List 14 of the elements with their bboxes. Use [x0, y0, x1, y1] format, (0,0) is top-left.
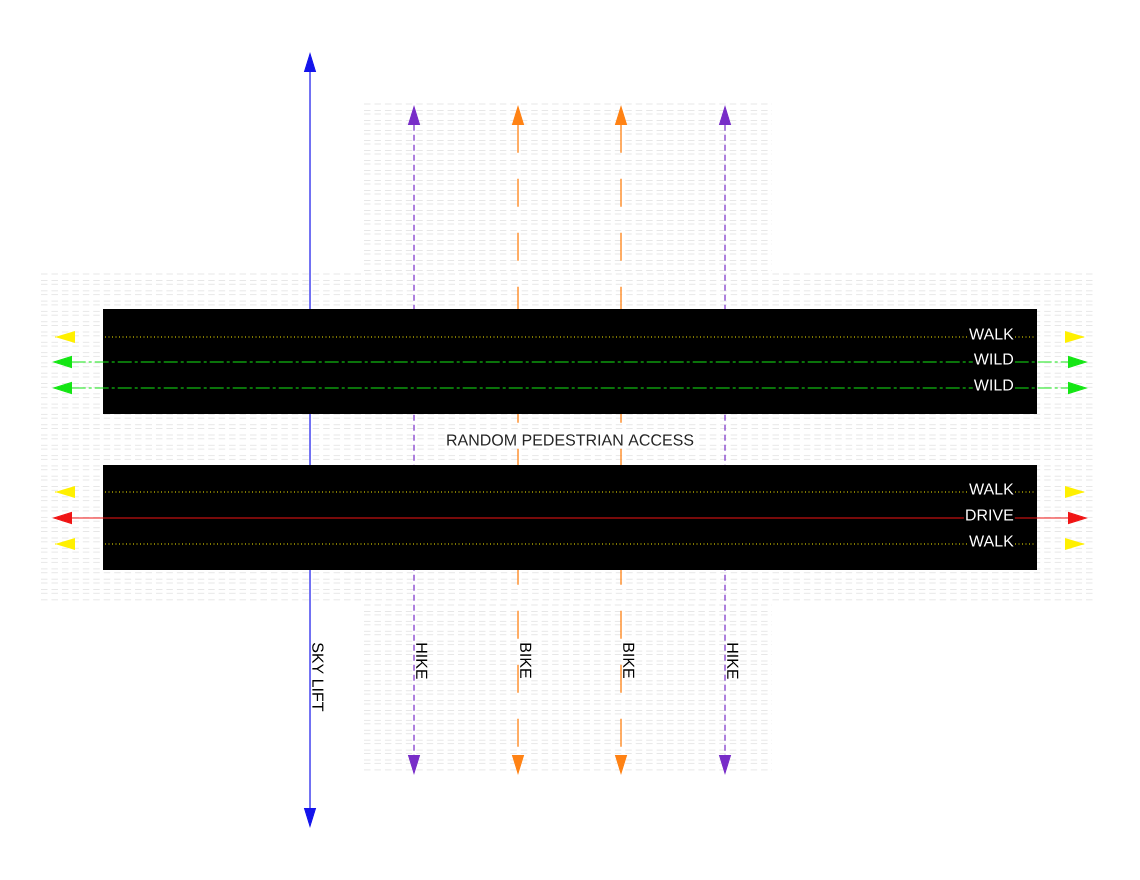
route-label: HIKE — [416, 643, 428, 679]
lane-label: WALK — [968, 327, 1015, 341]
lane-label: WILD — [972, 352, 1015, 366]
route-label: BIKE — [623, 643, 635, 678]
lane-label: WILD — [972, 378, 1015, 392]
road-band — [103, 309, 1037, 414]
area-label: RANDOM PEDESTRIAN ACCESS — [445, 433, 696, 447]
route-label: SKY LIFT — [312, 642, 324, 712]
lane-label: WALK — [968, 482, 1015, 496]
route-label: BIKE — [520, 643, 532, 678]
lane-label: WALK — [968, 534, 1015, 548]
lane-label: DRIVE — [963, 508, 1015, 522]
road-band — [103, 465, 1037, 570]
route-label: HIKE — [727, 643, 739, 679]
